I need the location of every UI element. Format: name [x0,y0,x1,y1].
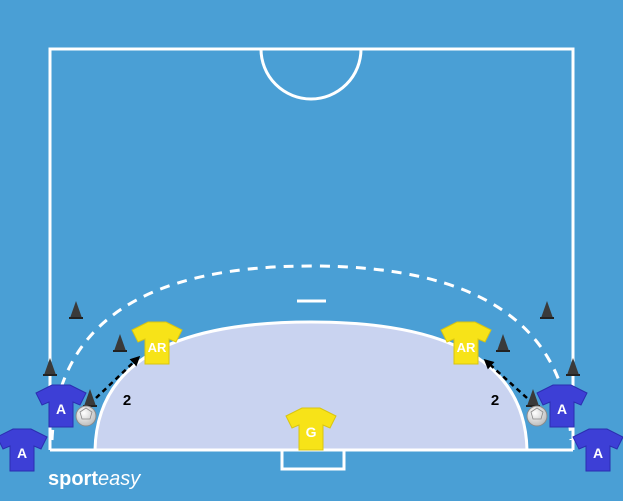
svg-text:A: A [56,401,66,417]
goal-area [93,320,529,452]
cone-left-inner [113,334,127,352]
cone-left-mid [43,358,57,376]
court-outline [48,47,575,450]
sporteasy-logo: sporteasy [48,468,141,490]
svg-text:A: A [557,401,567,417]
player-attacker-left-front: A [35,384,87,428]
goal [280,450,346,471]
ball-right-icon [526,405,548,427]
player-defender-right: AR [440,321,492,365]
ball-left-icon [75,405,97,427]
cone-left-low [83,389,97,407]
svg-text:AR: AR [457,340,476,355]
arrow-right-label: 2 [491,392,499,409]
player-goalkeeper: G [285,407,337,451]
svg-text:A: A [17,445,27,461]
svg-text:AR: AR [148,340,167,355]
arrow-left [95,355,141,399]
cone-left-outer [69,301,83,319]
cone-right-outer [540,301,554,319]
cone-right-mid [566,358,580,376]
cone-right-low [526,389,540,407]
svg-text:A: A [593,445,603,461]
player-attacker-left-back: A [0,428,48,472]
arrow-left-label: 2 [123,392,131,409]
player-attacker-right-front: A [536,384,588,428]
arrow-right [483,358,528,399]
cone-right-inner [496,334,510,352]
free-throw-line [50,264,573,441]
center-circle [259,48,363,101]
player-defender-left: AR [131,321,183,365]
svg-text:G: G [306,424,317,440]
player-attacker-right-back: A [572,428,623,472]
